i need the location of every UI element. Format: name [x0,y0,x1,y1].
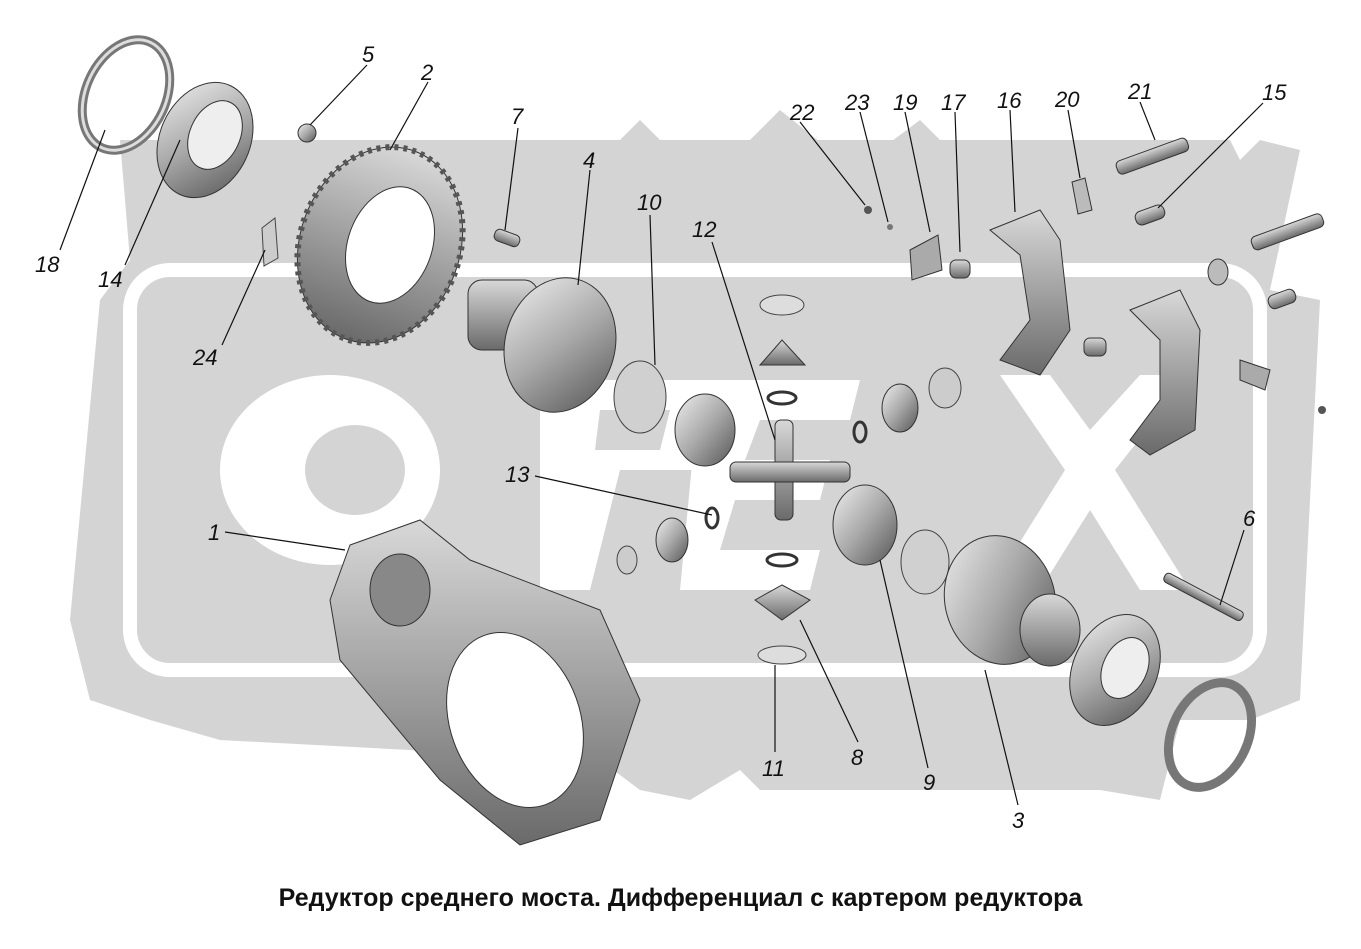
callout-8: 8 [851,745,864,770]
pinion-right [852,383,919,444]
callout-19: 19 [893,90,917,115]
callout-4: 4 [583,148,595,173]
exploded-parts-diagram: 1 2 3 4 5 6 7 8 9 10 11 12 13 14 15 16 1… [35,35,1326,846]
pinion-top [758,294,807,406]
bearing-right [1069,614,1257,792]
diagram-caption: Редуктор среднего моста. Дифференциал с … [278,884,1083,912]
callout-21: 21 [1127,79,1152,104]
diff-case-4 [467,277,617,413]
callout-20: 20 [1054,87,1080,112]
pin-7 [493,228,521,248]
callout-22: 22 [789,100,814,125]
diff-case-3 [943,535,1081,667]
callout-18: 18 [35,252,60,277]
retaining-ring-18 [77,35,175,155]
callout-15: 15 [1262,80,1287,105]
side-gear-9 [832,484,898,566]
callout-11: 11 [762,756,785,781]
callout-labels: 1 2 3 4 5 6 7 8 9 10 11 12 13 14 15 16 1… [35,42,1287,833]
callout-1: 1 [208,520,220,545]
callout-12: 12 [692,217,716,242]
bolt-6 [1163,572,1244,622]
callout-5: 5 [362,42,375,67]
callout-7: 7 [511,104,524,129]
callout-16: 16 [997,88,1022,113]
callout-24: 24 [192,345,217,370]
small-parts-right [864,137,1326,414]
pinion-8 [754,552,811,621]
callout-17: 17 [941,90,966,115]
washer-11 [757,645,807,665]
ring-gear-2 [294,144,466,346]
callout-14: 14 [98,267,122,292]
washer-right [900,367,962,595]
cross-12 [729,419,851,521]
callout-3: 3 [1012,808,1025,833]
callout-6: 6 [1243,506,1256,531]
callout-2: 2 [420,60,433,85]
bearing-14 [156,81,254,199]
nut-5 [297,123,317,143]
callout-23: 23 [844,90,870,115]
washer-13 [704,506,720,530]
housing-1 [329,519,641,846]
callout-10: 10 [637,190,662,215]
callout-9: 9 [923,770,935,795]
bearing-cap-16 [989,209,1201,456]
callout-13: 13 [505,462,530,487]
pinion-left-lower [616,517,689,575]
leader-lines [59,64,1264,806]
side-gear-left [674,393,736,467]
washer-10 [613,360,667,434]
